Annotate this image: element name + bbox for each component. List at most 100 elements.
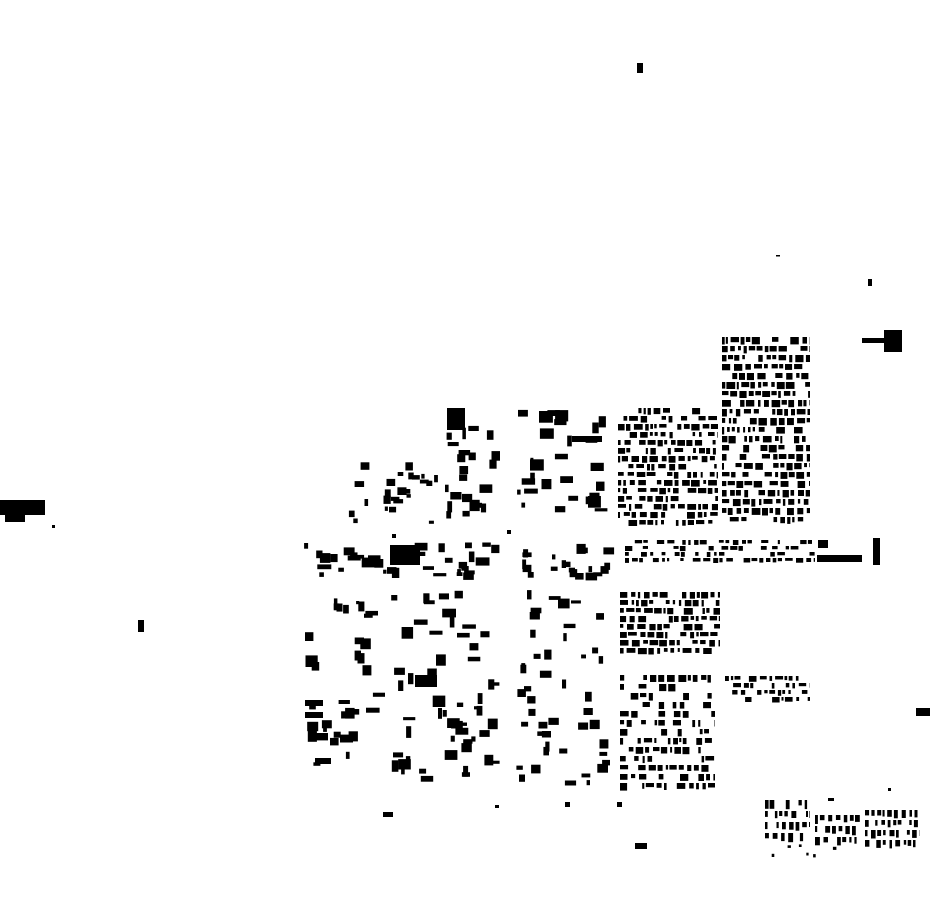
building: [715, 600, 720, 606]
building: [698, 774, 704, 781]
building: [804, 800, 808, 810]
building: [722, 364, 731, 371]
building: [316, 550, 323, 559]
building: [735, 463, 742, 468]
building: [778, 391, 781, 398]
building: [807, 697, 810, 701]
building: [480, 631, 490, 638]
building: [522, 559, 527, 570]
building: [786, 373, 793, 380]
building: [576, 543, 586, 554]
building: [828, 798, 834, 801]
building: [800, 346, 808, 351]
building: [662, 504, 668, 511]
building: [747, 540, 752, 544]
building: [785, 683, 790, 688]
building: [798, 400, 803, 407]
building: [444, 557, 453, 563]
building: [530, 472, 535, 480]
building: [357, 653, 365, 664]
building: [803, 499, 809, 505]
building: [769, 676, 773, 681]
building: [682, 648, 692, 653]
building: [682, 711, 689, 718]
building: [740, 690, 746, 695]
building: [722, 445, 730, 451]
building: [801, 690, 808, 694]
building: [703, 512, 707, 517]
building: [692, 558, 701, 562]
building: [680, 558, 684, 561]
building: [467, 656, 481, 662]
building: [832, 846, 837, 850]
building: [774, 811, 778, 819]
building: [710, 424, 718, 429]
building: [585, 572, 598, 581]
building: [696, 783, 699, 790]
building: [658, 711, 666, 717]
building: [777, 540, 780, 545]
building: [773, 454, 778, 460]
building: [405, 756, 411, 765]
building: [809, 822, 810, 827]
building: [696, 520, 705, 525]
building: [384, 506, 388, 511]
building: [796, 472, 805, 479]
building: [722, 391, 729, 396]
building: [645, 747, 650, 753]
building: [817, 555, 862, 562]
building: [762, 382, 768, 387]
building: [728, 436, 736, 444]
building: [640, 693, 647, 698]
building: [564, 780, 577, 786]
building: [772, 337, 779, 342]
building: [722, 463, 724, 470]
building: [780, 463, 785, 468]
building: [714, 624, 720, 629]
building: [708, 520, 713, 524]
building: [759, 558, 764, 563]
building: [701, 756, 705, 763]
building: [769, 481, 778, 486]
building: [640, 632, 646, 637]
building: [735, 490, 741, 496]
building: [480, 503, 487, 513]
building: [578, 722, 589, 730]
building: [679, 546, 686, 552]
building: [629, 432, 637, 438]
building: [687, 488, 697, 493]
building: [687, 472, 692, 478]
building: [690, 616, 695, 620]
building: [659, 684, 667, 692]
building: [703, 648, 712, 654]
building: [603, 547, 615, 555]
building: [794, 436, 800, 444]
building: [815, 815, 818, 824]
building: [539, 411, 553, 423]
building: [656, 632, 664, 639]
building: [736, 481, 744, 488]
building: [722, 508, 727, 513]
building: [775, 436, 779, 441]
building: [748, 427, 751, 433]
building: [748, 391, 754, 396]
building: [806, 418, 810, 423]
building: [677, 440, 685, 446]
building: [707, 488, 713, 494]
building: [563, 623, 576, 629]
building: [413, 619, 428, 625]
building: [791, 409, 795, 416]
building: [667, 540, 675, 544]
building: [5, 512, 25, 522]
building: [756, 346, 763, 351]
building: [751, 337, 760, 345]
building: [762, 391, 771, 397]
building: [693, 472, 697, 478]
building: [457, 569, 461, 574]
building: [447, 718, 455, 723]
building: [575, 573, 584, 580]
building: [677, 729, 682, 737]
building: [655, 496, 663, 502]
building: [406, 726, 412, 738]
